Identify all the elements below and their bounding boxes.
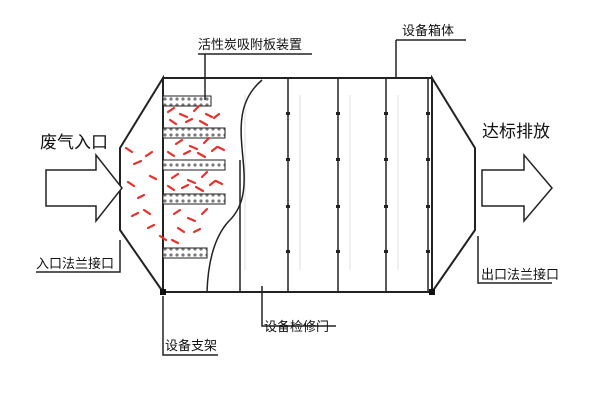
label-inlet-flange: 入口法兰接口 xyxy=(36,256,114,272)
door-hinge-marks xyxy=(286,112,430,253)
carbon-plate xyxy=(162,95,212,107)
cutaway-curve xyxy=(206,79,263,293)
outlet-arrow-icon xyxy=(481,152,553,224)
carbon-plate xyxy=(162,247,208,259)
equipment-housing xyxy=(162,77,433,293)
label-housing: 设备箱体 xyxy=(402,23,454,39)
support-feet xyxy=(160,289,435,295)
label-outlet-gas: 达标排放 xyxy=(482,122,550,142)
inlet-arrow-icon xyxy=(45,152,123,224)
label-service-door: 设备检修门 xyxy=(264,319,329,335)
carbon-plate xyxy=(162,159,226,171)
carbon-plate xyxy=(162,127,226,139)
outlet-hood xyxy=(431,74,476,296)
label-inlet-gas: 废气入口 xyxy=(40,133,108,153)
label-support: 设备支架 xyxy=(165,338,217,354)
airflow-particles xyxy=(124,104,226,245)
leader-lines xyxy=(36,39,552,356)
label-carbon-device: 活性炭吸附板装置 xyxy=(198,38,302,53)
label-outlet-flange: 出口法兰接口 xyxy=(481,267,559,283)
panel-hints xyxy=(244,95,399,270)
service-door-partitions xyxy=(287,78,429,292)
carbon-plate xyxy=(162,193,226,205)
inlet-hood xyxy=(119,74,164,296)
carbon-plates xyxy=(162,95,226,259)
